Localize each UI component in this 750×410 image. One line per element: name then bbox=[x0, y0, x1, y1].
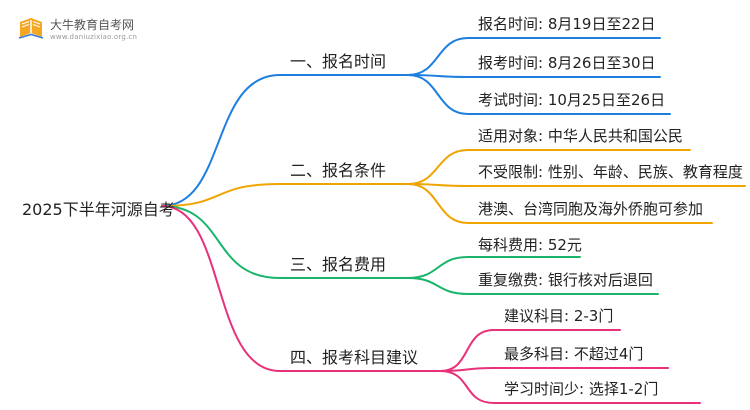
branch-label-fees: 三、报名费用 bbox=[290, 255, 387, 274]
branch-label-subjects: 四、报考科目建议 bbox=[290, 348, 419, 367]
leaf-time-exam: 考试时间: 10月25日至26日 bbox=[478, 91, 666, 109]
leaf-cond-eligible: 适用对象: 中华人民共和国公民 bbox=[478, 127, 683, 145]
leaf-time-apply: 报考时间: 8月26日至30日 bbox=[478, 54, 656, 72]
connector-conditions-leaf-2 bbox=[407, 183, 746, 187]
mindmap-root: 2025下半年河源自考 bbox=[22, 200, 175, 219]
connector-time-leaf-3 bbox=[407, 74, 671, 115]
connector-fees-leaf-1 bbox=[407, 256, 581, 279]
connector-subjects-leaf-2 bbox=[439, 367, 669, 372]
leaf-cond-unrestricted: 不受限制: 性别、年龄、民族、教育程度 bbox=[478, 163, 743, 181]
connector-conditions-leaf-1 bbox=[407, 149, 691, 185]
site-logo: 大牛教育自考网 www.daniuzixiao.org.cn bbox=[18, 14, 188, 48]
connector-subjects-leaf-3 bbox=[439, 370, 701, 404]
connector-time-leaf-2 bbox=[407, 74, 661, 78]
connector-root-subjects bbox=[161, 205, 441, 372]
connector-root-fees bbox=[161, 205, 409, 279]
connector-fees-leaf-2 bbox=[407, 277, 659, 295]
logo-url: www.daniuzixiao.org.cn bbox=[50, 33, 138, 41]
connector-root-time bbox=[161, 74, 409, 207]
connector-subjects-leaf-1 bbox=[439, 329, 621, 372]
connector-root-conditions bbox=[161, 183, 409, 207]
leaf-time-signup: 报名时间: 8月19日至22日 bbox=[478, 15, 656, 33]
connector-time-leaf-1 bbox=[407, 37, 661, 76]
logo-title: 大牛教育自考网 bbox=[50, 18, 135, 32]
leaf-subj-max: 最多科目: 不超过4门 bbox=[504, 345, 644, 363]
book-icon bbox=[18, 18, 44, 39]
leaf-cond-overseas: 港澳、台湾同胞及海外侨胞可参加 bbox=[478, 200, 704, 218]
leaf-fee-per-subject: 每科费用: 52元 bbox=[478, 236, 582, 254]
branch-label-conditions: 二、报名条件 bbox=[290, 161, 387, 180]
leaf-fee-duplicate: 重复缴费: 银行核对后退回 bbox=[478, 271, 653, 289]
leaf-subj-suggested: 建议科目: 2-3门 bbox=[504, 307, 614, 325]
connector-conditions-leaf-3 bbox=[407, 183, 713, 224]
branch-label-time: 一、报名时间 bbox=[290, 52, 387, 71]
leaf-subj-less-time: 学习时间少: 选择1-2门 bbox=[504, 380, 659, 398]
